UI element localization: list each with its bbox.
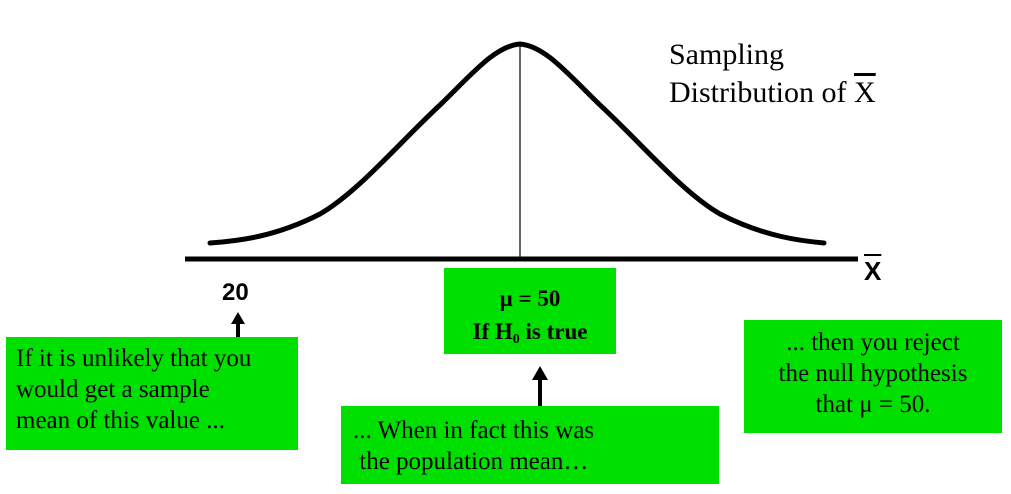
left-box-line: If it is unlikely that you bbox=[16, 345, 252, 372]
null-hypothesis-condition: If H0 is true bbox=[452, 315, 608, 348]
title-line-2: Distribution of X bbox=[669, 74, 876, 112]
tick-label-20: 20 bbox=[222, 279, 249, 306]
middle-box-line: ... When in fact this was bbox=[353, 417, 595, 444]
h0-suffix: is true bbox=[519, 319, 588, 344]
title-line-2-prefix: Distribution of bbox=[669, 76, 854, 109]
h0-prefix: If H bbox=[472, 319, 513, 344]
right-box-line: the null hypothesis bbox=[778, 360, 968, 387]
reject-null-box: ... then you reject the null hypothesis … bbox=[744, 320, 1002, 433]
population-mean-box: μ = 50 If H0 is true bbox=[444, 268, 616, 354]
mu-value: μ = 50 bbox=[499, 286, 561, 311]
population-mean-note-box: ... When in fact this was the population… bbox=[341, 406, 719, 484]
middle-box-line: the population mean… bbox=[353, 448, 589, 475]
left-box-line: mean of this value ... bbox=[16, 407, 225, 434]
unlikely-sample-mean-box: If it is unlikely that you would get a s… bbox=[6, 337, 298, 450]
arrow-to-mu bbox=[532, 366, 548, 406]
left-box-line: would get a sample bbox=[16, 376, 210, 403]
title-line-1: Sampling bbox=[669, 38, 785, 71]
h0-subscript: 0 bbox=[512, 332, 520, 347]
x-bar-symbol: X bbox=[854, 76, 876, 109]
arrow-to-20 bbox=[231, 312, 245, 337]
right-box-line: ... then you reject bbox=[786, 329, 960, 356]
right-box-line: that μ = 50. bbox=[815, 391, 931, 418]
sampling-distribution-title: Sampling Distribution of X bbox=[669, 36, 876, 112]
x-axis-label: X bbox=[864, 256, 882, 286]
